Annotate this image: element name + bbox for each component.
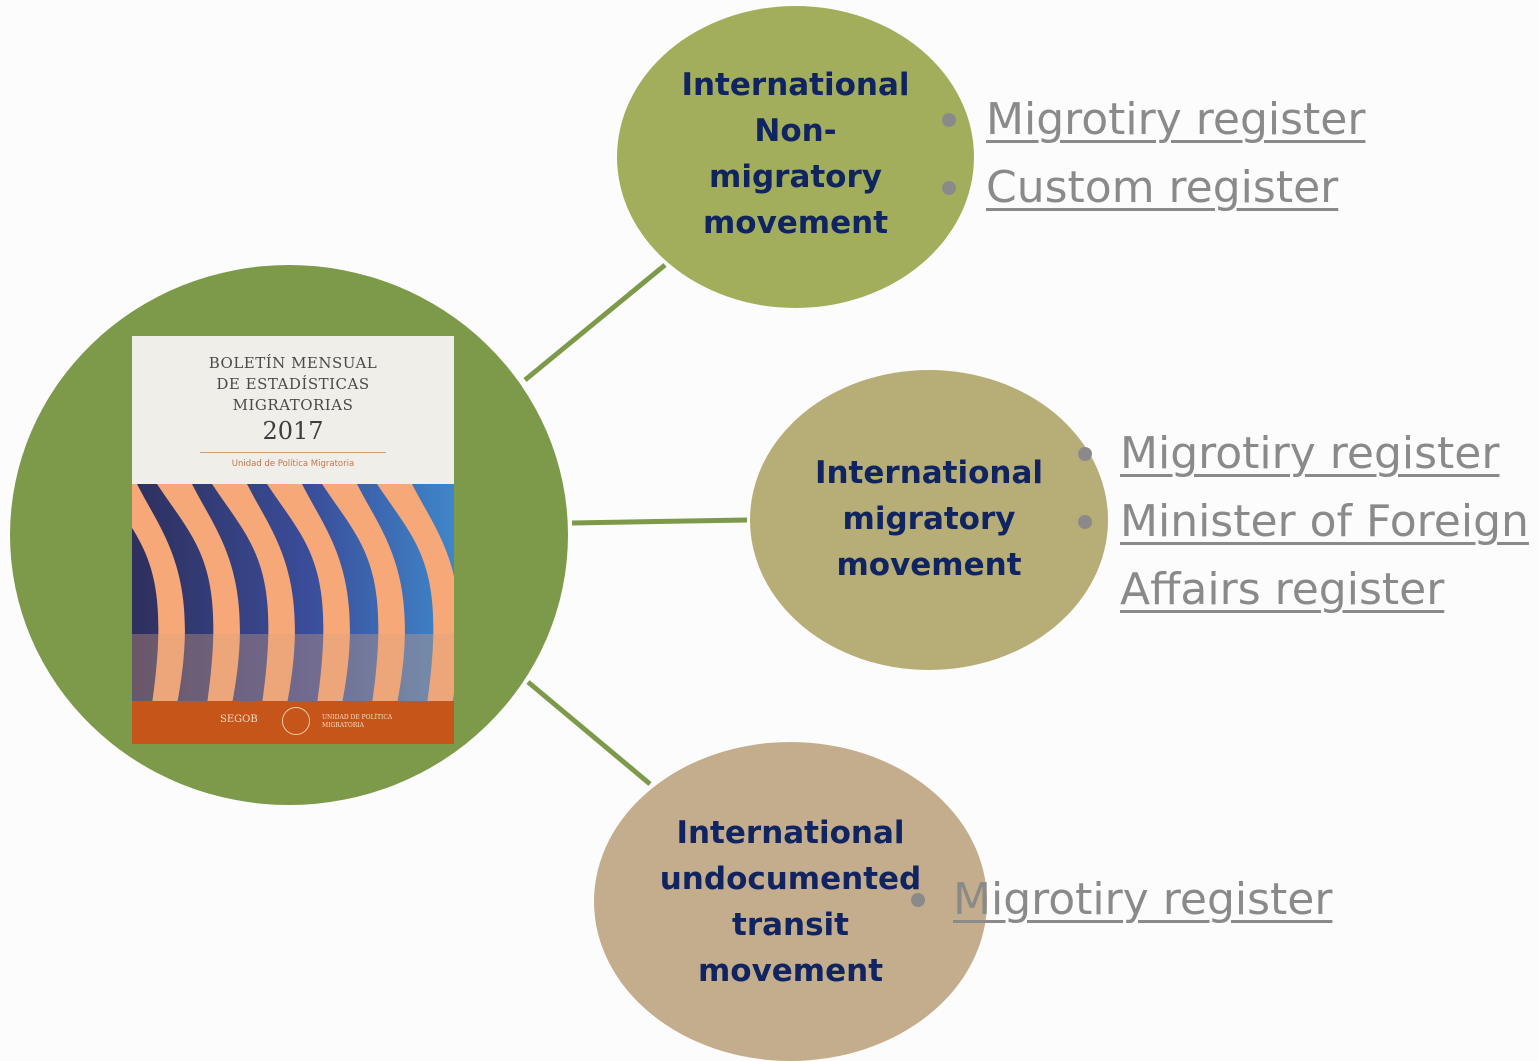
- bullet-icon: [942, 181, 956, 195]
- register-item: Migrotiry register: [1078, 420, 1529, 488]
- bullet-icon: [911, 893, 925, 907]
- label-line: movement: [697, 953, 884, 989]
- register-link-migratory[interactable]: Migrotiry register: [953, 866, 1332, 934]
- label-line: Non-: [754, 113, 837, 149]
- label-line: migratory: [709, 159, 882, 195]
- cover-title-line-1: BOLETÍN MENSUAL: [208, 354, 378, 372]
- bullet-icon: [1078, 447, 1092, 461]
- register-item: Custom register: [942, 154, 1365, 222]
- cover-title-line-2: DE ESTADÍSTICAS: [216, 375, 370, 393]
- bullet-icon: [1078, 515, 1092, 529]
- register-link-text: Migrotiry register: [1120, 428, 1500, 479]
- node-transit-label: International undocumented transit movem…: [594, 810, 987, 994]
- register-item: Migrotiry register: [942, 86, 1365, 154]
- bullet-icon: [942, 113, 956, 127]
- cover-title-line-3: MIGRATORIAS: [232, 396, 354, 414]
- label-line: International: [681, 67, 910, 103]
- cover-header: BOLETÍN MENSUAL DE ESTADÍSTICAS MIGRATOR…: [132, 336, 454, 484]
- cover-footer: SEGOB UNIDAD DE POLÍTICA MIGRATORIA: [132, 701, 454, 744]
- cover-footer-unit-line-1: UNIDAD DE POLÍTICA: [322, 714, 393, 721]
- register-link-migratory[interactable]: Migrotiry register: [1120, 420, 1529, 488]
- label-line: movement: [702, 205, 889, 241]
- node-migratory-label: International migratory movement: [750, 450, 1108, 588]
- node-migratory-circle: [750, 370, 1108, 670]
- register-link-text: Migrotiry register: [986, 94, 1366, 145]
- register-link-foreign-affairs[interactable]: Minister of Foreign Affairs register: [1120, 488, 1529, 624]
- cover-divider: [200, 452, 386, 453]
- node-non-migratory-circle: [617, 6, 974, 308]
- register-link-text: Migrotiry register: [953, 874, 1333, 925]
- cover-wave-art: [132, 484, 454, 704]
- bulletin-cover-image: BOLETÍN MENSUAL DE ESTADÍSTICAS MIGRATOR…: [132, 336, 454, 744]
- cover-seal-icon: [282, 707, 310, 735]
- register-link-custom[interactable]: Custom register: [986, 154, 1365, 222]
- registers-migratory: Migrotiry register Minister of Foreign A…: [1078, 420, 1529, 624]
- node-non-migratory-label: International Non- migratory movement: [617, 62, 974, 246]
- connector-to-migratory: [571, 517, 748, 526]
- register-link-text: Custom register: [986, 162, 1339, 213]
- label-line: International: [676, 815, 905, 851]
- register-item: Migrotiry register: [911, 866, 1332, 934]
- registers-transit: Migrotiry register: [911, 866, 1332, 934]
- cover-unit: Unidad de Política Migratoria: [231, 459, 355, 469]
- register-link-text: Affairs register: [1120, 564, 1445, 615]
- register-item: Minister of Foreign Affairs register: [1078, 488, 1529, 624]
- register-link-text: Minister of Foreign: [1120, 496, 1529, 547]
- label-line: transit: [732, 907, 849, 943]
- label-line: International: [814, 455, 1044, 491]
- register-link-migratory[interactable]: Migrotiry register: [986, 86, 1365, 154]
- label-line: undocumented: [659, 861, 922, 897]
- cover-footer-segob: SEGOB: [220, 714, 258, 725]
- connector-to-non-migratory: [523, 263, 667, 382]
- label-line: migratory: [842, 501, 1016, 537]
- cover-year: 2017: [262, 417, 324, 445]
- cover-footer-unit-line-2: MIGRATORIA: [322, 722, 364, 729]
- registers-non-migratory: Migrotiry register Custom register: [942, 86, 1365, 222]
- connector-to-transit: [526, 680, 652, 786]
- cover-footer-unit: UNIDAD DE POLÍTICA MIGRATORIA: [322, 714, 392, 730]
- label-line: movement: [836, 547, 1022, 583]
